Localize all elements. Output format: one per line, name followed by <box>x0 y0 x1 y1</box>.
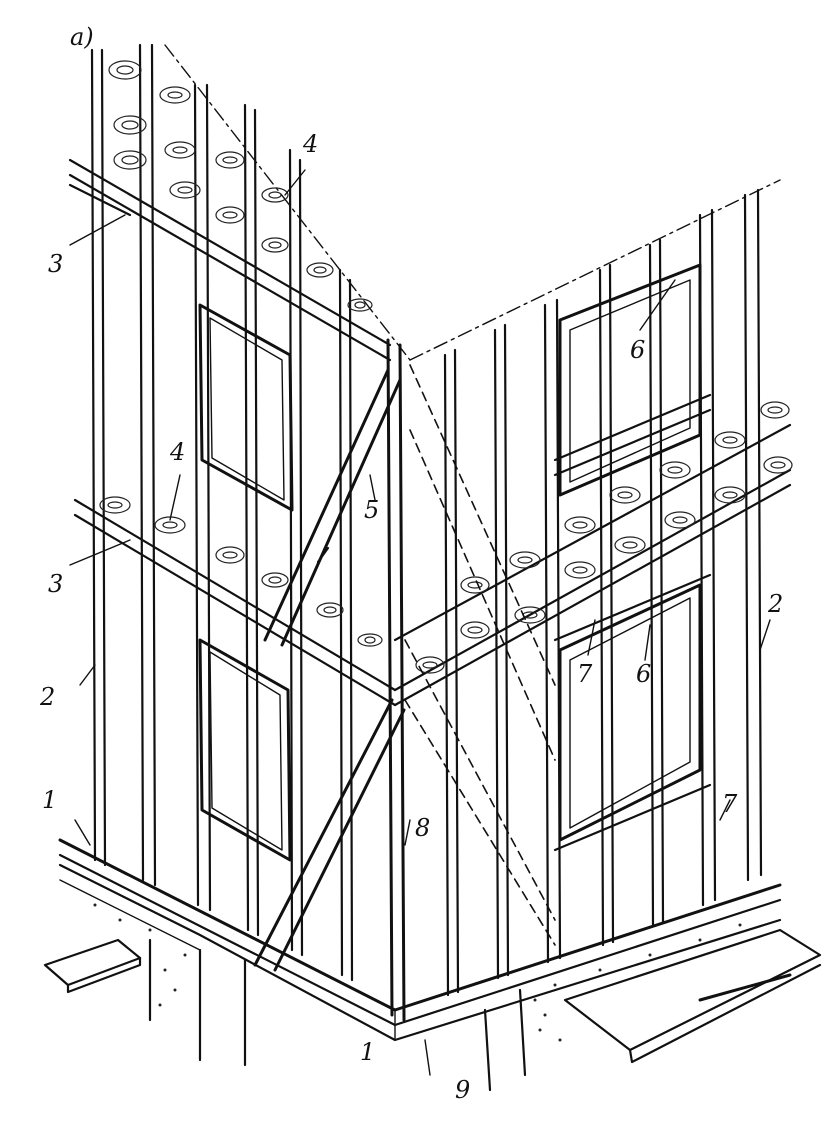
foundation <box>43 863 822 1092</box>
callout-9: 9 <box>455 1076 470 1104</box>
callout-labels: а) 1 1 2 2 3 3 4 4 5 6 6 7 7 8 9 <box>39 23 783 1104</box>
callout-6-top: 6 <box>630 336 645 364</box>
middle-joists <box>73 401 793 707</box>
figure-label: а) <box>70 23 94 51</box>
top-break-lines <box>164 44 781 361</box>
callout-2-left: 2 <box>39 683 55 711</box>
joist-ends-middle <box>99 401 793 674</box>
callout-5: 5 <box>364 496 379 524</box>
callout-1-left: 1 <box>42 786 57 814</box>
hidden-braces <box>404 364 556 946</box>
left-wall-studs <box>90 43 406 1022</box>
callout-7-mid: 7 <box>577 660 593 688</box>
callout-4-top: 4 <box>302 130 318 158</box>
callout-4-mid: 4 <box>169 438 185 466</box>
callout-1-bottom: 1 <box>360 1038 375 1066</box>
callout-6-mid: 6 <box>636 660 651 688</box>
callout-3-mid: 3 <box>48 570 63 598</box>
callout-7-bottom: 7 <box>722 790 738 818</box>
windows <box>198 263 712 862</box>
leader-lines <box>69 169 771 1076</box>
callout-8: 8 <box>415 814 430 842</box>
joist-ends-upper <box>108 60 373 312</box>
upper-joists <box>68 60 392 362</box>
right-wall-studs <box>443 188 763 997</box>
callout-2-right: 2 <box>767 590 783 618</box>
diagonal-braces <box>253 368 406 972</box>
callout-3-top: 3 <box>48 250 63 278</box>
sill-plate <box>58 838 782 1041</box>
concrete-stipple <box>93 903 742 1042</box>
